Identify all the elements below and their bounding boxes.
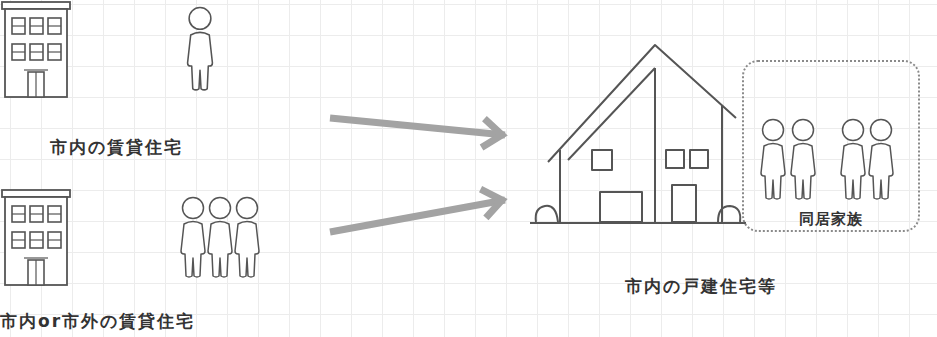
group-label: 同居家族 <box>744 208 918 230</box>
housing-group: 市内の賃貸住宅 <box>0 0 330 165</box>
housing-group: 市内の戸建住宅等 <box>505 30 805 305</box>
housing-group: 市内or市外の賃貸住宅 <box>0 175 330 335</box>
housing-label: 市内の戸建住宅等 <box>625 275 777 297</box>
family-group-box: 同居家族 <box>742 60 920 232</box>
arrow-head <box>481 189 502 218</box>
arrow-head <box>482 119 502 148</box>
housing-label: 市内の賃貸住宅 <box>50 136 183 158</box>
housing-label: 市内or市外の賃貸住宅 <box>0 310 195 332</box>
flow-arrow <box>330 189 505 232</box>
flow-arrow <box>330 118 505 148</box>
